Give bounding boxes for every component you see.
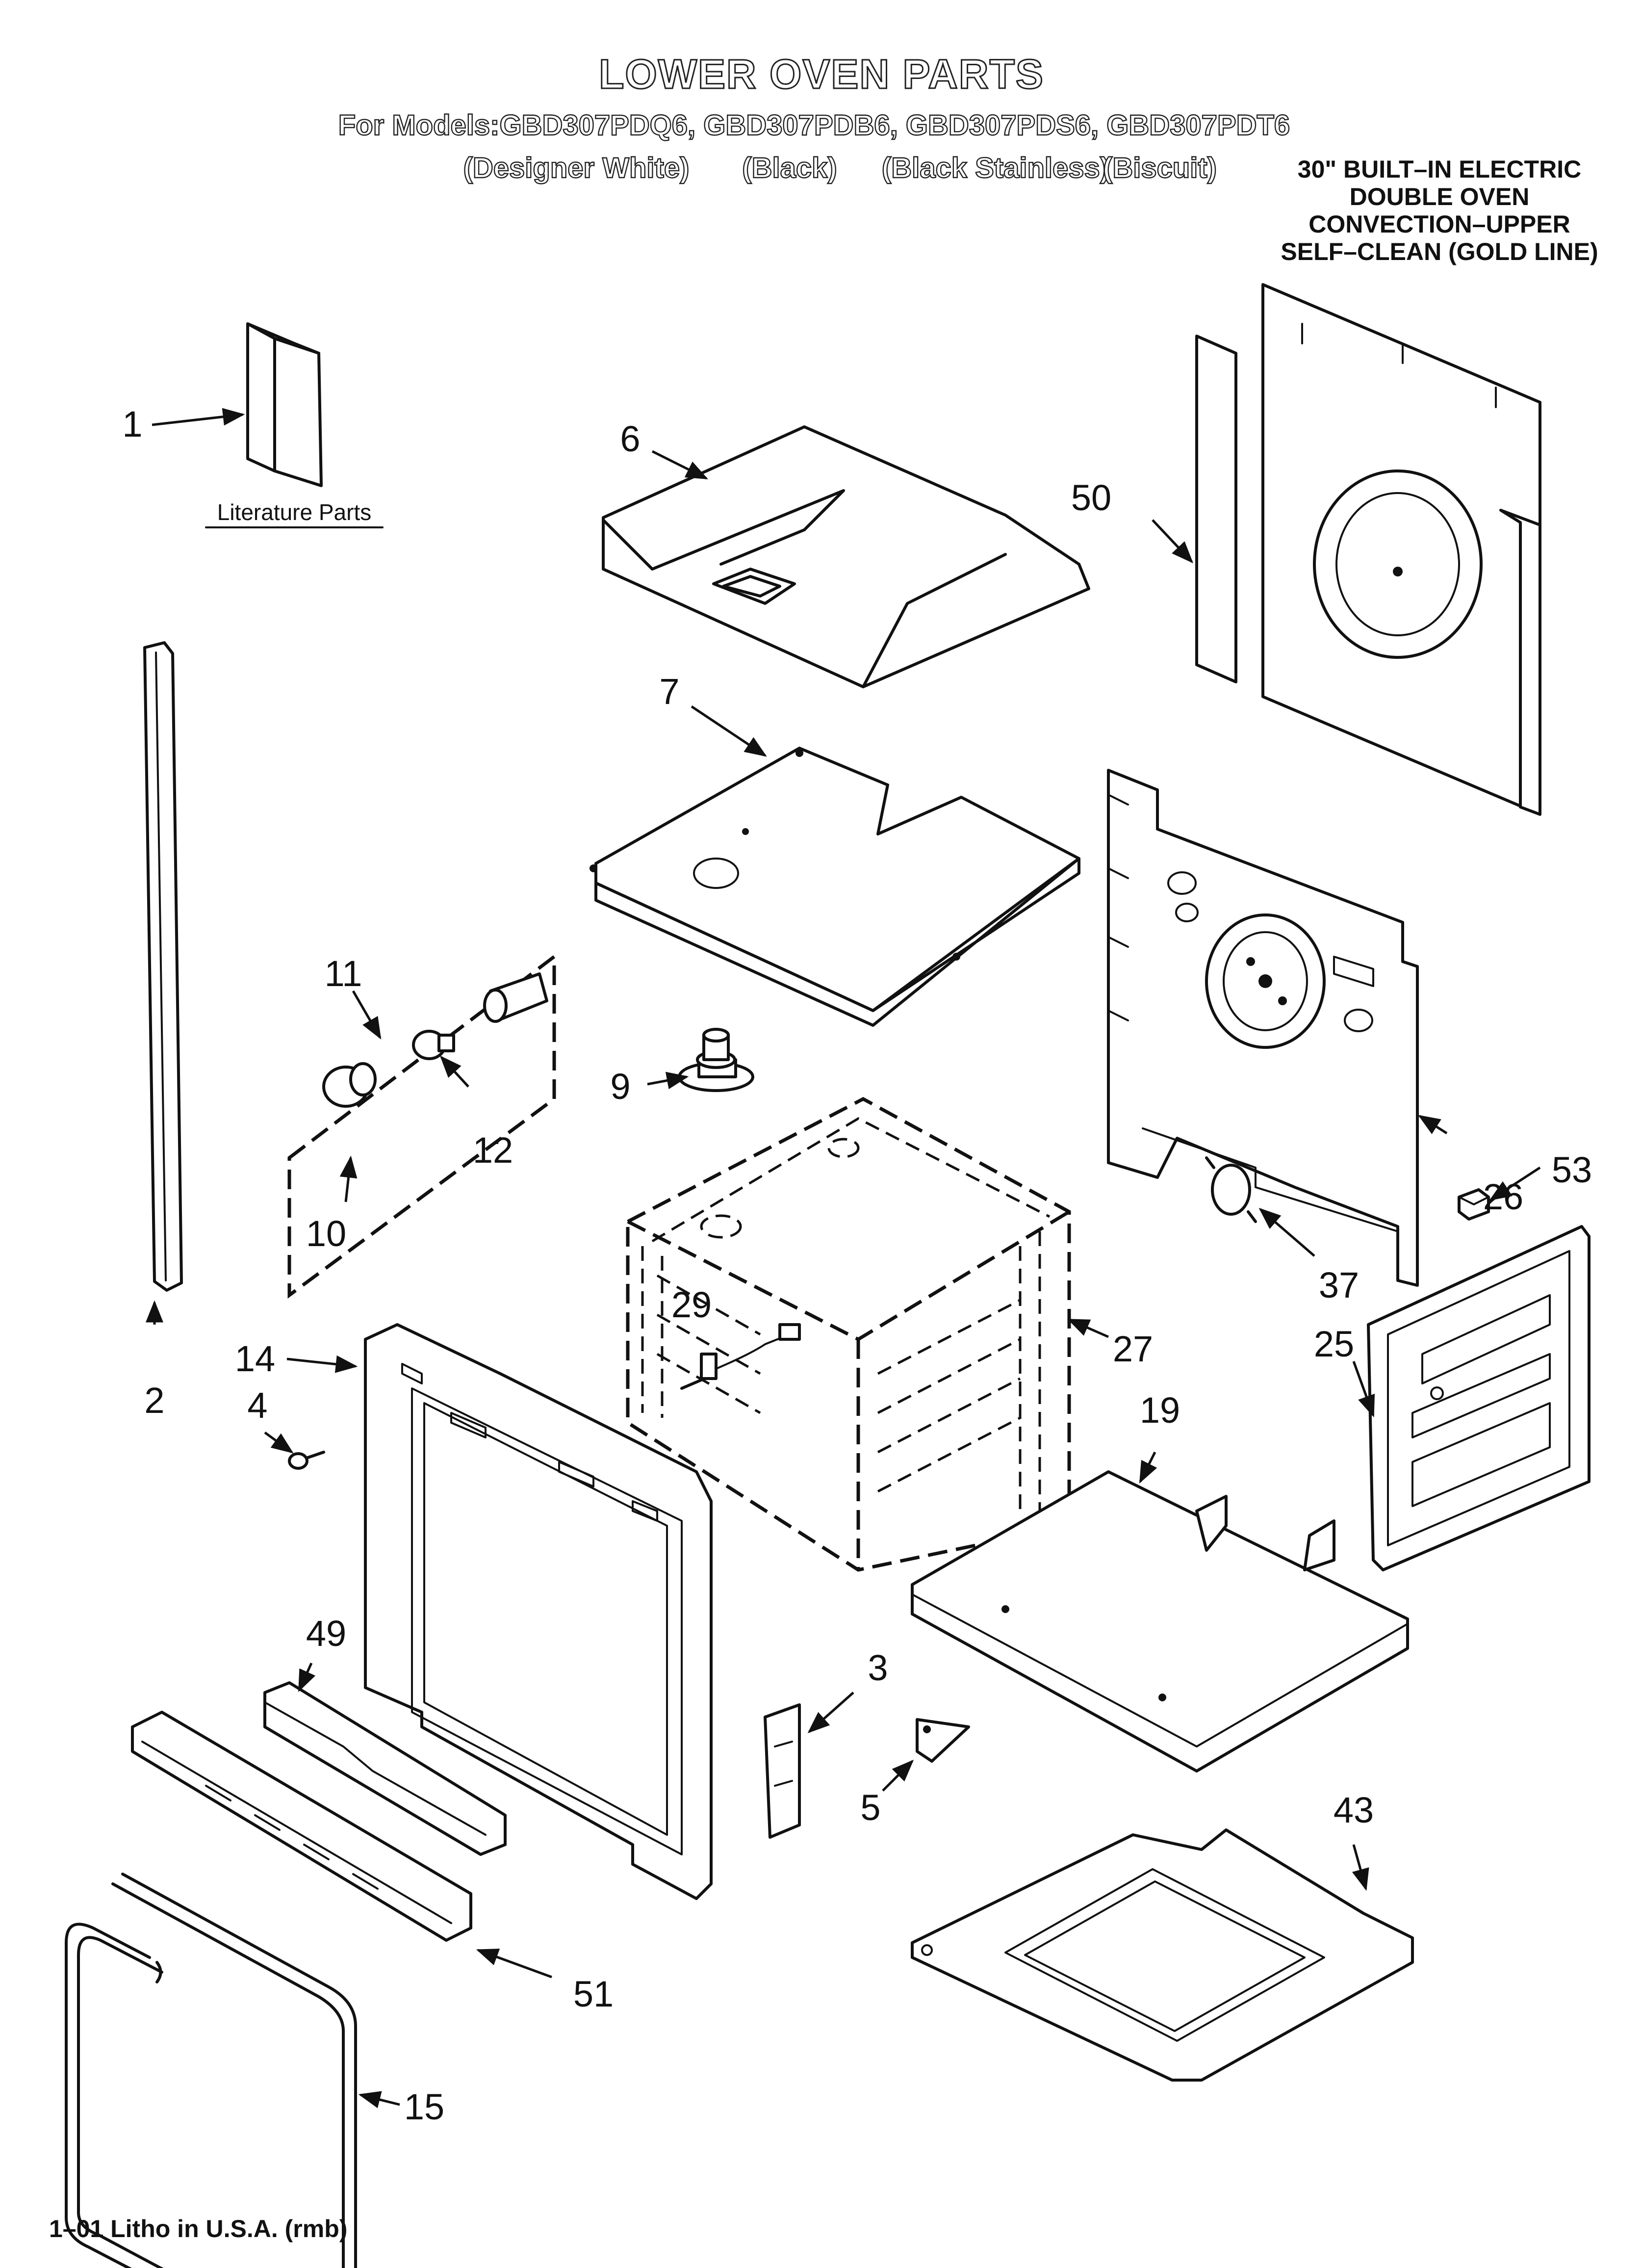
callout-3: 3 — [868, 1647, 888, 1688]
callout-6: 6 — [620, 418, 640, 459]
part-7-top-shield — [590, 747, 1080, 1027]
socket-icon — [483, 972, 548, 1023]
part-11-light-group — [287, 953, 556, 1299]
part-19-bottom-shield — [911, 1470, 1409, 1773]
part-4-screw — [288, 1451, 325, 1470]
callout-arrows — [146, 408, 1541, 2109]
part-15-gasket — [65, 1873, 357, 2268]
callout-14: 14 — [235, 1338, 275, 1379]
callout-19: 19 — [1140, 1390, 1180, 1431]
part-53-bracket — [1458, 1188, 1490, 1221]
part-37-thermal-switch — [1205, 1156, 1257, 1223]
part-6-panel — [602, 425, 1090, 688]
part-5-bracket — [916, 1718, 970, 1763]
part-50-back-panel — [1195, 283, 1541, 816]
color-biscuit: (Biscuit) — [1103, 152, 1217, 184]
product-line-2: DOUBLE OVEN — [1350, 183, 1530, 210]
callout-15: 15 — [404, 2086, 444, 2127]
product-description: 30" BUILT–IN ELECTRIC DOUBLE OVEN CONVEC… — [1281, 156, 1598, 265]
color-black-stainless: (Black Stainless) — [882, 152, 1109, 184]
part-43-bottom-pan — [911, 1828, 1414, 2082]
product-line-4: SELF–CLEAN (GOLD LINE) — [1281, 238, 1598, 265]
part-51-vent-trim — [131, 1711, 472, 1942]
part-10-lens — [322, 1062, 377, 1108]
callout-9: 9 — [610, 1066, 630, 1107]
callout-43: 43 — [1334, 1790, 1374, 1830]
part-3-bracket — [764, 1703, 801, 1839]
callout-7: 7 — [659, 671, 679, 712]
color-black: (Black) — [742, 152, 837, 184]
part-29-sensor — [680, 1323, 801, 1390]
callout-12: 12 — [473, 1130, 513, 1171]
part-1-literature: Literature Parts — [205, 322, 384, 528]
callout-2: 2 — [144, 1380, 164, 1421]
callout-37: 37 — [1319, 1265, 1359, 1305]
product-line-3: CONVECTION–UPPER — [1308, 210, 1570, 238]
part-14-front-frame — [364, 1323, 713, 1900]
callout-27: 27 — [1113, 1329, 1153, 1369]
page-title: LOWER OVEN PARTS — [599, 51, 1044, 97]
callout-26: 26 — [1483, 1176, 1523, 1217]
footer-litho: 1–01 Litho in U.S.A. (rmb) — [49, 2215, 347, 2242]
callout-51: 51 — [573, 1974, 614, 2014]
part-25-side-panel — [1367, 1225, 1591, 1571]
color-designer-white: (Designer White) — [463, 152, 690, 184]
callout-4: 4 — [247, 1385, 267, 1426]
callout-50: 50 — [1071, 477, 1111, 518]
part-49-trim — [263, 1681, 507, 1856]
models-line: For Models:GBD307PDQ6, GBD307PDB6, GBD30… — [338, 109, 1290, 141]
part-2-rod — [143, 641, 183, 1292]
callout-29: 29 — [671, 1284, 712, 1325]
part-9-element — [678, 1028, 754, 1092]
callout-49: 49 — [306, 1613, 346, 1654]
callout-25: 25 — [1314, 1324, 1354, 1364]
part-12-bulb — [412, 1030, 455, 1060]
product-line-1: 30" BUILT–IN ELECTRIC — [1298, 156, 1581, 183]
callout-11: 11 — [325, 953, 362, 994]
callout-10: 10 — [306, 1213, 346, 1254]
literature-label: Literature Parts — [217, 499, 371, 525]
callout-5: 5 — [860, 1787, 880, 1828]
callout-1: 1 — [122, 404, 142, 444]
callout-53: 53 — [1552, 1149, 1592, 1190]
part-26-rear-panel — [1107, 769, 1419, 1287]
